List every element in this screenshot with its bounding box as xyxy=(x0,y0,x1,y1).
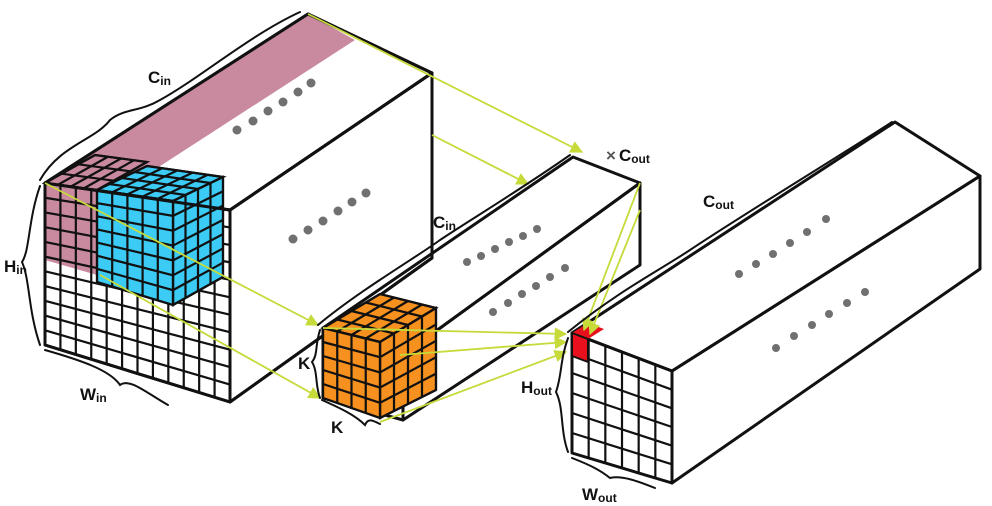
kernel-count-label: ×Cout xyxy=(606,146,650,166)
kernel-height-label: K xyxy=(298,354,311,373)
kernel-side-ellipsis-dots-icon xyxy=(489,264,569,316)
arrow-icon xyxy=(582,182,641,332)
arrow-icon xyxy=(99,274,322,399)
output-width-label: Wout xyxy=(582,485,617,505)
arrow-icon xyxy=(588,209,641,336)
kernel-cube-top-grid xyxy=(320,292,439,344)
input-channels-label: Cin xyxy=(148,68,171,88)
output-volume xyxy=(570,120,982,485)
arrow-icon xyxy=(322,327,568,341)
output-channels-label: Cout xyxy=(703,192,734,212)
arrow-icon xyxy=(379,350,568,423)
kernel-top-ellipsis-dots-icon xyxy=(463,225,541,266)
arrow-icon xyxy=(399,336,568,356)
arrow-icon xyxy=(307,13,584,153)
input-top-ellipsis-dots-icon xyxy=(232,78,316,135)
input-height-label: Hin xyxy=(4,257,27,277)
arrow-icon xyxy=(431,134,530,185)
kernel-volume xyxy=(320,155,642,422)
dimension-braces xyxy=(20,11,893,489)
input-volume xyxy=(41,12,434,404)
arrow-icon xyxy=(44,182,320,326)
output-top-ellipsis-dots-icon xyxy=(735,215,830,278)
input-width-label: Win xyxy=(80,385,107,405)
input-side-ellipsis-dots-icon xyxy=(288,188,371,244)
input-front-slice xyxy=(45,183,97,275)
output-highlighted-cell xyxy=(572,333,588,362)
kernel-channels-label: Cin xyxy=(433,213,456,233)
input-cube-front-grid xyxy=(95,188,175,307)
input-channel-slice xyxy=(45,14,355,192)
kernel-width-label: K xyxy=(331,418,344,437)
kernel-cube-front-grid xyxy=(321,326,382,420)
input-cube-side-grid xyxy=(171,175,225,307)
output-height-label: Hout xyxy=(521,378,552,398)
output-side-ellipsis-dots-icon xyxy=(772,288,869,352)
arrow-icon-group xyxy=(44,13,641,423)
